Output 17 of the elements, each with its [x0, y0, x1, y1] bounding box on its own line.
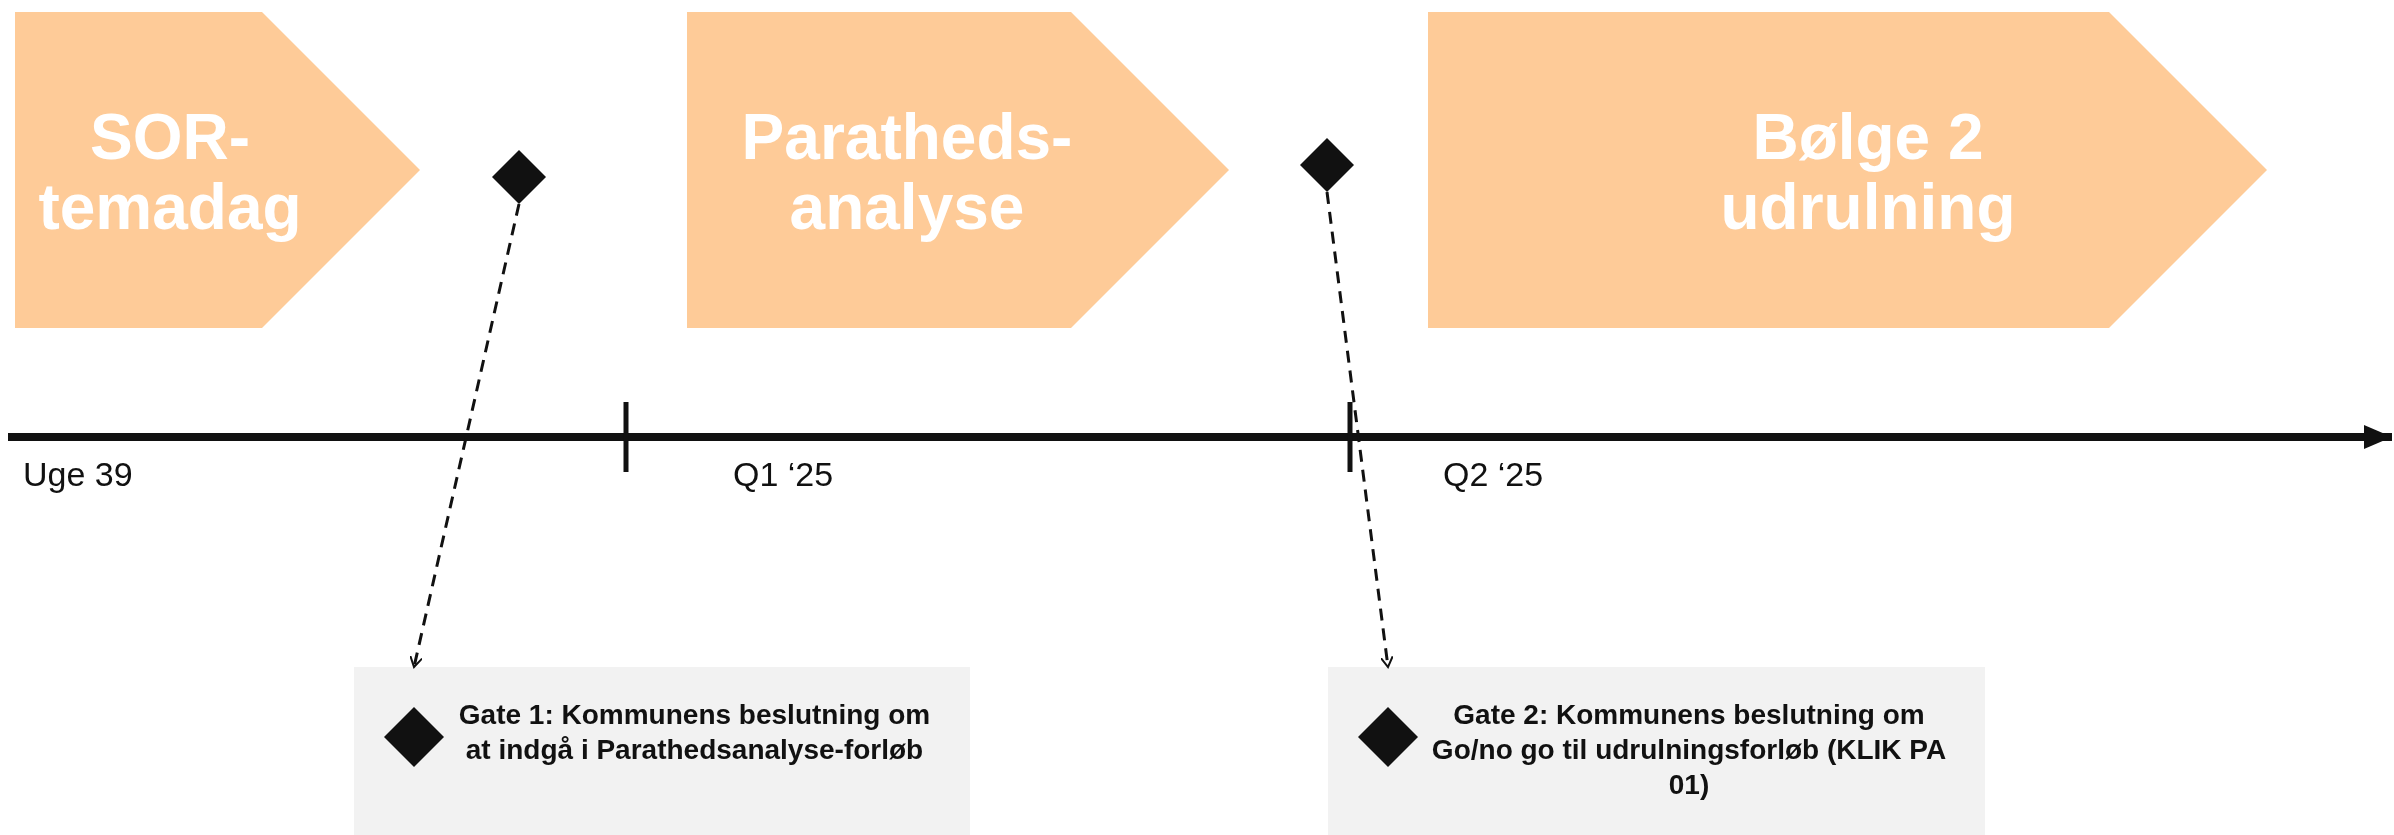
milestone-diamond	[1300, 138, 1354, 192]
milestone-diamond	[492, 150, 546, 204]
chevron-shape	[687, 12, 1229, 328]
time-label: Q2 ‘25	[1443, 455, 1544, 494]
phase-title: Bølge 2 udrulning	[1719, 102, 2017, 243]
chevron-shape	[1428, 12, 2267, 328]
phase-title: SOR-temadag	[37, 102, 303, 243]
dashed-arrow	[1325, 191, 1394, 668]
gate-description: Gate 1: Kommunens beslutning om at indgå i Parathedsanalyse-forløb	[457, 698, 932, 767]
gate-box	[354, 667, 970, 835]
chevron-shape	[15, 12, 420, 328]
dashed-arrow	[409, 203, 521, 668]
gate-box	[1328, 667, 1985, 835]
time-label: Uge 39	[23, 455, 133, 494]
phase-title: Paratheds-analyse	[740, 102, 1074, 243]
gate-description: Gate 2: Kommunens beslutning om Go/no go til udrulningsforløb (KLIK PA 01)	[1430, 698, 1948, 802]
time-label: Q1 ‘25	[733, 455, 834, 494]
